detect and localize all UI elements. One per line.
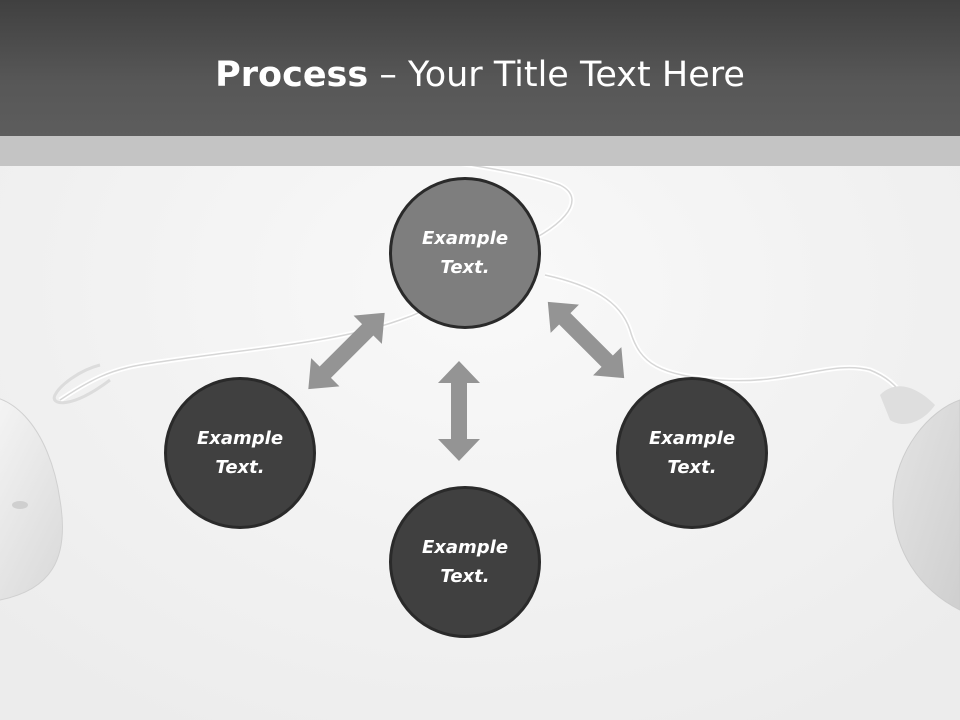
node-top-label: Example Text. (421, 228, 509, 278)
slide-title: Process – Your Title Text Here (0, 52, 960, 98)
left-mouse-shape (0, 398, 63, 601)
node-right: Example Text. (616, 377, 768, 529)
arrow-vertical (438, 361, 480, 461)
title-light: Your Title Text Here (407, 55, 745, 95)
right-mouse-shape (892, 399, 960, 611)
node-bottom: Example Text. (389, 486, 541, 638)
node-top: Example Text. (389, 177, 541, 329)
node-left: Example Text. (164, 377, 316, 529)
arrow-top-left (308, 312, 385, 390)
arrow-top-right (547, 301, 625, 379)
header-bar (0, 0, 960, 136)
node-bottom-label: Example Text. (421, 537, 509, 587)
title-strong: Process (215, 55, 369, 95)
node-right-label: Example Text. (648, 428, 736, 478)
header-band (0, 136, 960, 166)
node-left-label: Example Text. (196, 428, 284, 478)
title-dash: – (368, 55, 408, 95)
